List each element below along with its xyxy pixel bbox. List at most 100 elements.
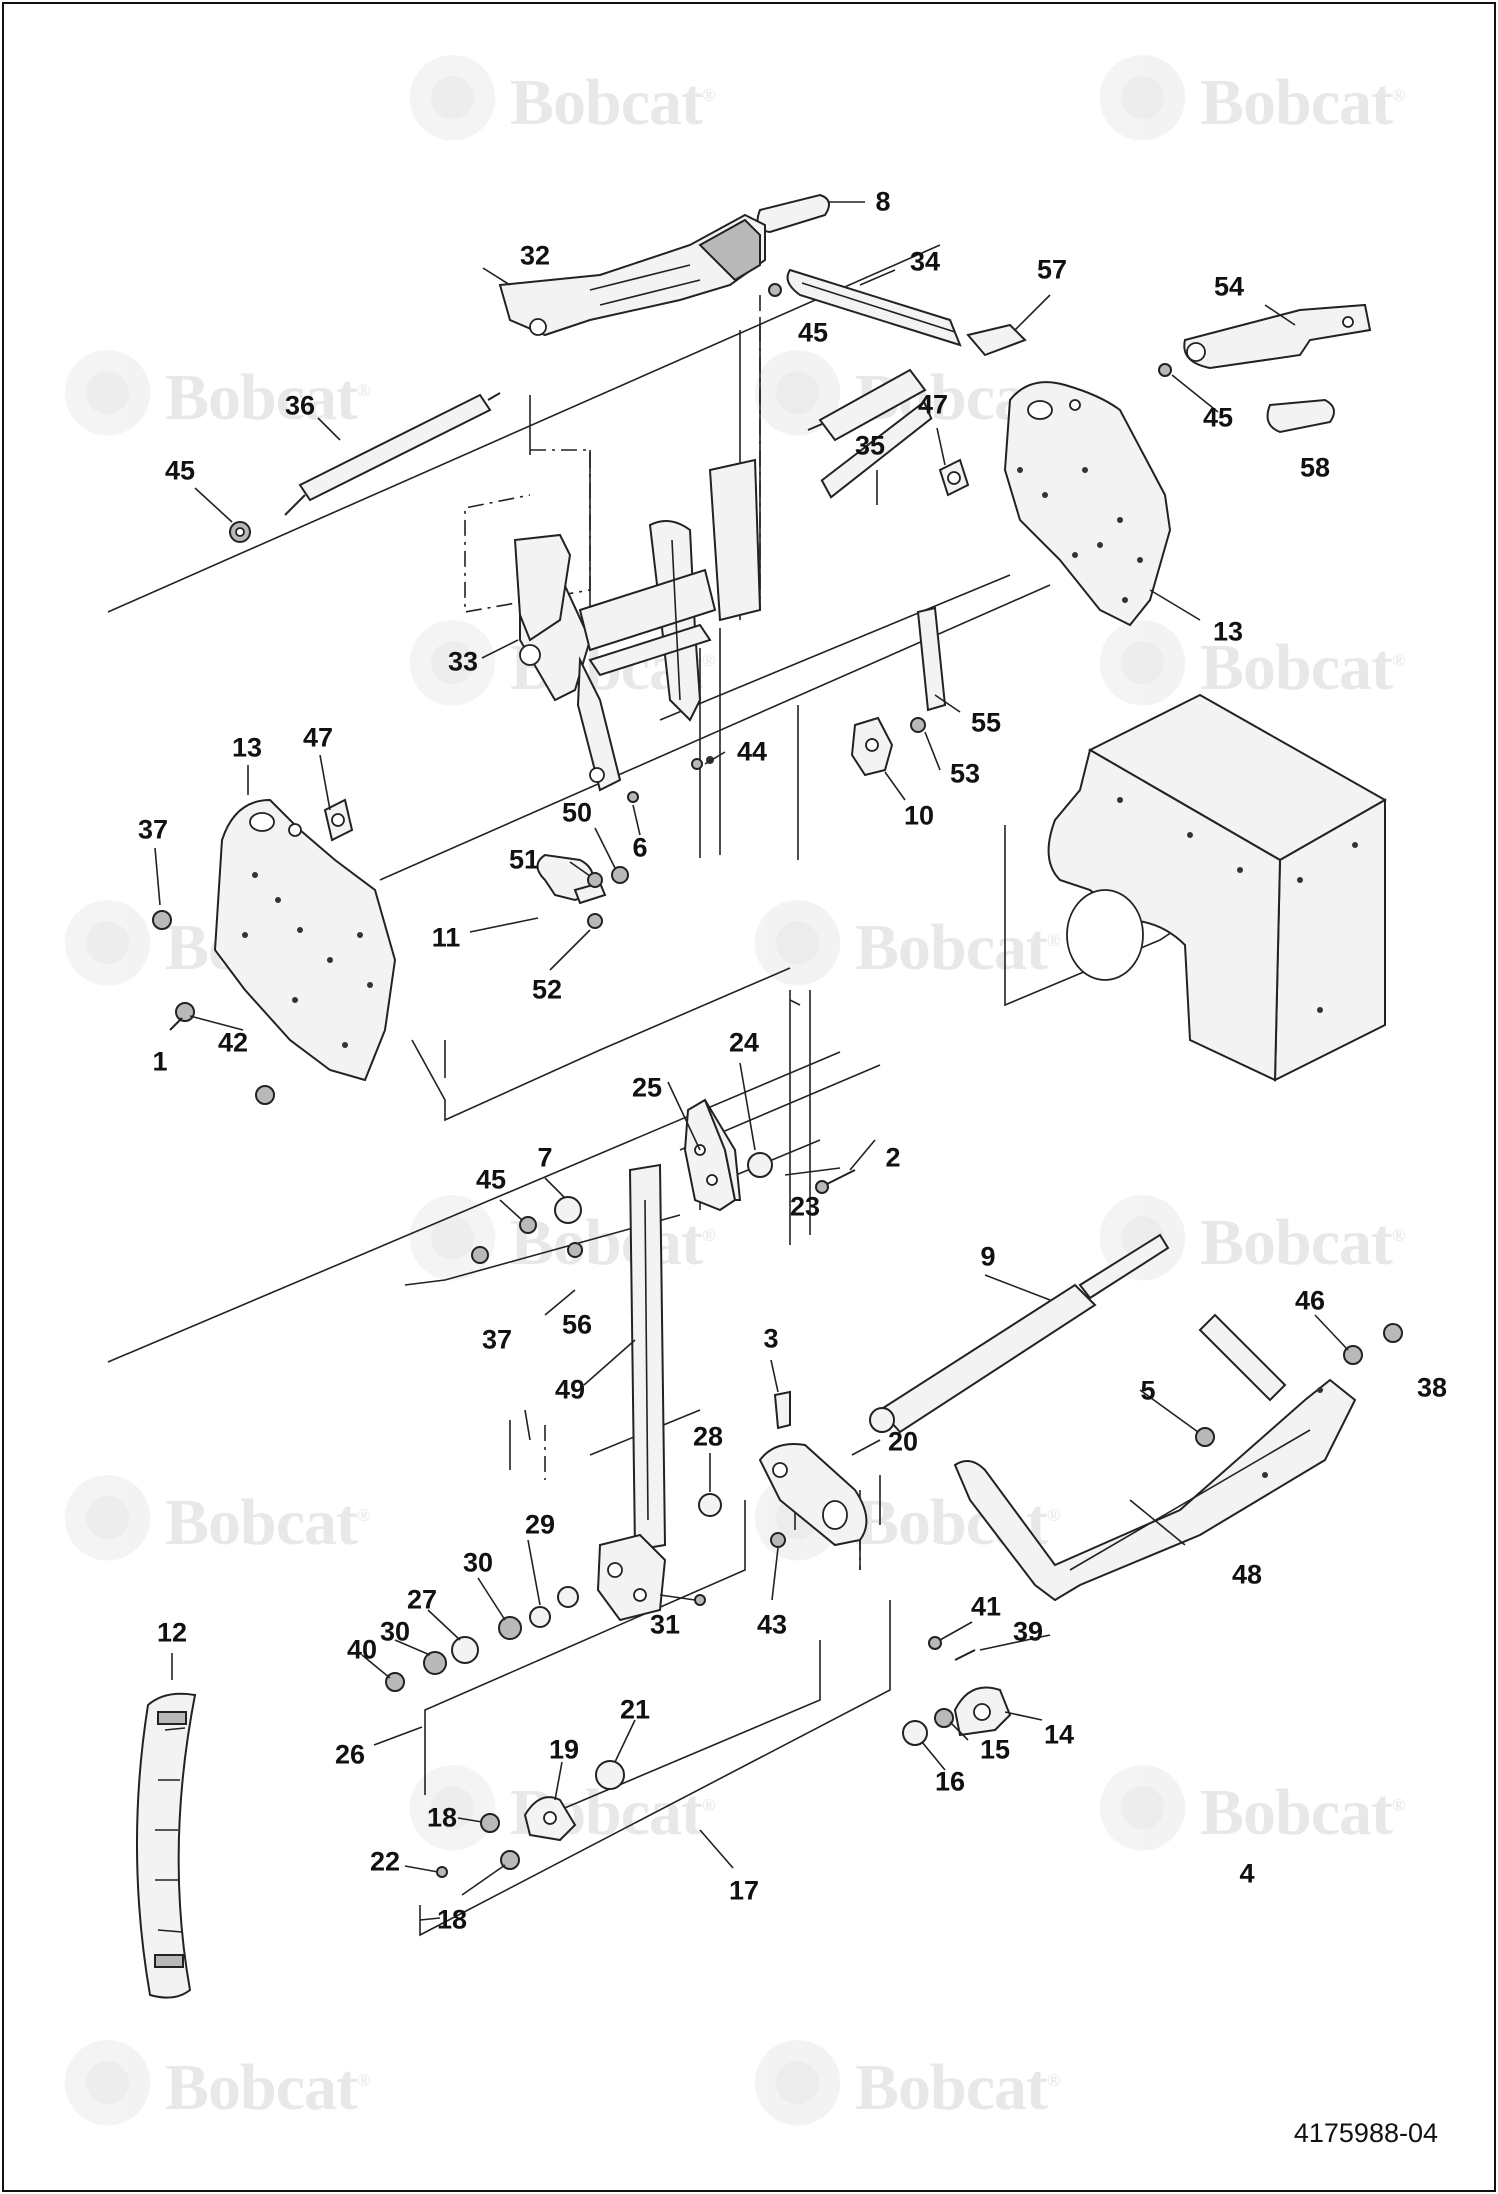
callout-29: 29 xyxy=(524,1509,556,1540)
bobcat-watermark: Bobcat® xyxy=(1095,55,1405,150)
part-3-bolt xyxy=(773,1390,791,1430)
part-27-bushing xyxy=(451,1636,479,1664)
callout-31: 31 xyxy=(649,1609,681,1640)
part-47-washer xyxy=(938,458,970,497)
bobcat-watermark: Bobcat® xyxy=(60,1475,370,1570)
callout-47: 47 xyxy=(917,389,949,420)
callout-43: 43 xyxy=(756,1609,788,1640)
bobcat-logo-icon xyxy=(1095,55,1190,150)
callout-26: 26 xyxy=(334,1739,366,1770)
callout-18: 18 xyxy=(426,1802,458,1833)
part-44-screw xyxy=(691,758,703,770)
callout-39: 39 xyxy=(1012,1616,1044,1647)
part-35-damper xyxy=(807,368,933,499)
part-5-nut xyxy=(1195,1427,1215,1447)
part-34-rod xyxy=(786,268,962,347)
callout-30: 30 xyxy=(379,1616,411,1647)
part-23-bracket xyxy=(683,1098,742,1212)
part-41-nut xyxy=(928,1636,942,1650)
part-18-bolt xyxy=(500,1850,520,1870)
part-57-block xyxy=(966,323,1027,357)
callout-5: 5 xyxy=(1140,1375,1156,1406)
part-21-bushing xyxy=(595,1760,625,1790)
part-30-washer xyxy=(498,1616,522,1640)
part-58-slide xyxy=(1266,398,1335,434)
part-45-nut xyxy=(1158,363,1172,377)
bobcat-watermark: Bobcat® xyxy=(60,350,370,445)
part-32-lever-arm xyxy=(498,213,766,337)
callout-25: 25 xyxy=(631,1072,663,1103)
part-4-housing xyxy=(1047,693,1388,1082)
callout-18: 18 xyxy=(436,1904,468,1935)
callout-42: 42 xyxy=(217,1027,249,1058)
callout-24: 24 xyxy=(728,1027,760,1058)
callout-37: 37 xyxy=(137,814,169,845)
callout-55: 55 xyxy=(970,707,1002,738)
part-33-bracket xyxy=(513,533,572,642)
callout-14: 14 xyxy=(1043,1719,1075,1750)
callout-3: 3 xyxy=(763,1323,779,1354)
part-2-bolt xyxy=(815,1169,856,1194)
bobcat-watermark: Bobcat® xyxy=(1095,1765,1405,1860)
callout-10: 10 xyxy=(903,800,935,831)
part-38-nut xyxy=(1383,1323,1403,1343)
callout-15: 15 xyxy=(979,1734,1011,1765)
callout-35: 35 xyxy=(854,430,886,461)
bobcat-watermark: Bobcat® xyxy=(750,2040,1060,2135)
callout-56: 56 xyxy=(561,1309,593,1340)
part-6-pin xyxy=(627,791,639,803)
part-54-bracket xyxy=(1183,303,1372,370)
part-13-side-plate-right xyxy=(1003,381,1172,627)
callout-32: 32 xyxy=(519,240,551,271)
part-43-nut xyxy=(770,1532,786,1548)
callout-49: 49 xyxy=(554,1374,586,1405)
part-47-washer xyxy=(323,798,354,842)
callout-45: 45 xyxy=(475,1164,507,1195)
part-20-clevis xyxy=(758,1443,868,1547)
callout-45: 45 xyxy=(797,317,829,348)
bobcat-logo-icon xyxy=(750,2040,845,2135)
bobcat-watermark: Bobcat® xyxy=(1095,620,1405,715)
part-19-bracket xyxy=(523,1796,577,1842)
bobcat-logo-icon xyxy=(405,55,500,150)
callout-48: 48 xyxy=(1231,1559,1263,1590)
part-24-bushing xyxy=(747,1152,773,1178)
bobcat-logo-icon xyxy=(1095,1765,1190,1860)
part-37-nut xyxy=(152,910,172,930)
part-42-bolt xyxy=(169,1002,195,1031)
part-11-key xyxy=(536,853,607,905)
callout-11: 11 xyxy=(431,922,461,953)
callout-54: 54 xyxy=(1213,271,1245,302)
part-51-washer xyxy=(587,872,603,888)
diagram-code: 4175988-04 xyxy=(1293,2118,1438,2148)
callout-58: 58 xyxy=(1299,452,1331,483)
callout-38: 38 xyxy=(1416,1372,1448,1403)
part-52-screw xyxy=(587,913,603,929)
part-10-bracket xyxy=(850,716,894,777)
bobcat-watermark: Bobcat® xyxy=(750,900,1060,995)
bobcat-watermark: Bobcat® xyxy=(60,2040,370,2135)
part-45-nut xyxy=(768,283,782,297)
bobcat-logo-icon xyxy=(405,1765,500,1860)
callout-34: 34 xyxy=(909,246,941,277)
callout-23: 23 xyxy=(789,1191,821,1222)
part-28-bushing xyxy=(698,1493,722,1517)
callout-9: 9 xyxy=(980,1241,996,1272)
part-36-damper xyxy=(284,392,501,516)
part-8-pin xyxy=(756,193,830,234)
part-9-gas-spring xyxy=(869,1233,1170,1434)
bobcat-logo-icon xyxy=(60,900,155,995)
callout-44: 44 xyxy=(736,736,768,767)
part-56-nut xyxy=(567,1242,583,1258)
part-46-washer xyxy=(1343,1345,1363,1365)
callout-6: 6 xyxy=(632,832,648,863)
part-50-washer xyxy=(611,866,629,884)
part-12-decal xyxy=(136,1692,197,1999)
callout-17: 17 xyxy=(728,1875,760,1906)
part-37-nut xyxy=(471,1246,489,1264)
callout-30: 30 xyxy=(462,1547,494,1578)
part-7-bushing xyxy=(554,1196,582,1224)
callout-20: 20 xyxy=(887,1426,919,1457)
